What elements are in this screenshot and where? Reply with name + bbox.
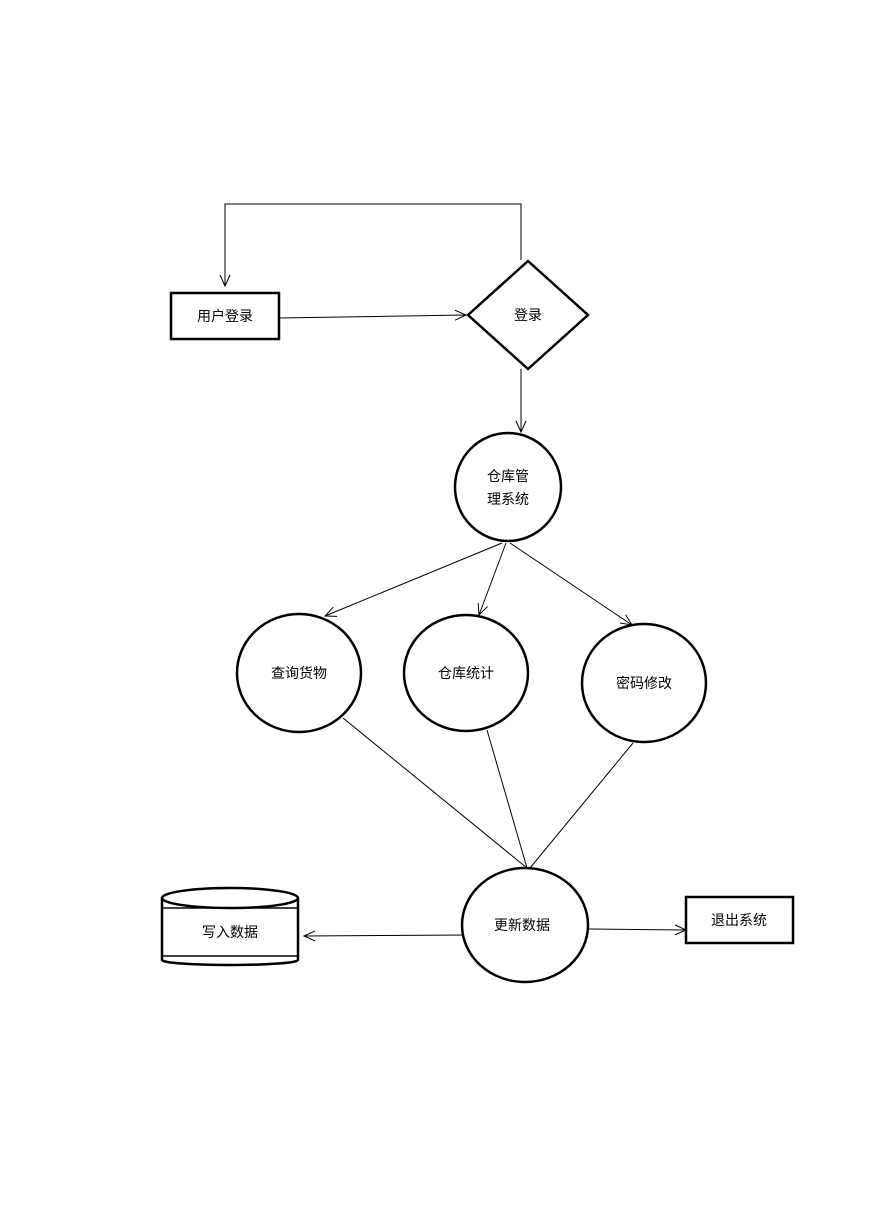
change-password-node: 密码修改 <box>580 622 708 744</box>
edge-update-to-write <box>302 930 467 942</box>
edge-stats-to-update <box>486 729 528 869</box>
warehouse-stats-node: 仓库统计 <box>402 613 530 733</box>
user-login-label: 用户登录 <box>197 308 253 325</box>
write-data-label: 写入数据 <box>202 925 258 941</box>
login-decision-node: 登录 <box>466 259 590 371</box>
edge-wms-to-stats <box>477 542 507 617</box>
edge-userlogin-to-login <box>278 309 468 321</box>
exit-system-node: 退出系统 <box>684 895 795 945</box>
change-password-label: 密码修改 <box>616 675 672 692</box>
update-data-node: 更新数据 <box>460 866 590 984</box>
write-data-store-node: 写入数据 <box>160 886 300 967</box>
edge-query-to-update <box>342 717 528 869</box>
warehouse-system-label-line1: 仓库管 <box>487 469 529 485</box>
edge-wms-to-password <box>509 542 634 626</box>
edge-password-to-update <box>529 742 634 869</box>
warehouse-system-node: 仓库管 理系统 <box>453 431 563 543</box>
login-label: 登录 <box>514 308 542 324</box>
edge-update-to-exit <box>588 924 688 936</box>
edge-login-retry-loop <box>219 203 522 288</box>
edge-wms-to-query <box>323 542 503 617</box>
query-goods-label: 查询货物 <box>271 665 327 682</box>
user-login-node: 用户登录 <box>169 291 281 341</box>
warehouse-system-label-line2: 理系统 <box>487 492 529 508</box>
query-goods-node: 查询货物 <box>235 612 363 734</box>
update-data-label: 更新数据 <box>494 918 550 934</box>
exit-system-label: 退出系统 <box>711 913 767 929</box>
warehouse-stats-label: 仓库统计 <box>438 666 494 682</box>
